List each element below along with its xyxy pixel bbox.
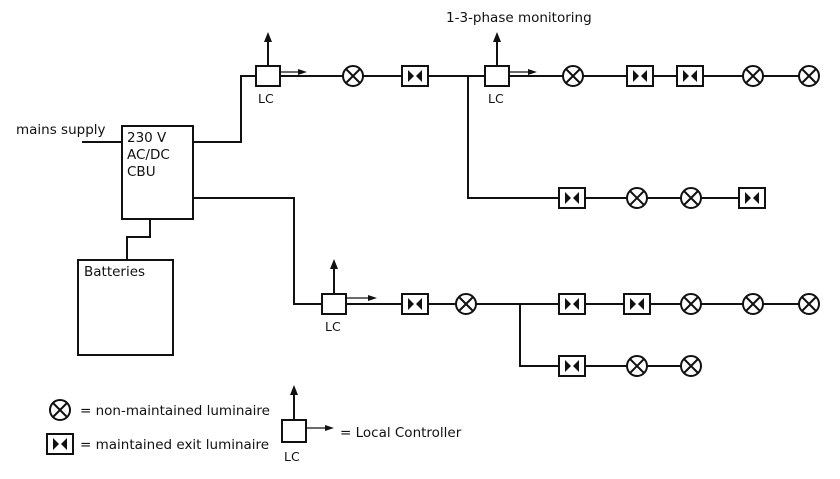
non-maintained-luminaire	[626, 355, 648, 377]
non-maintained-luminaire	[562, 65, 584, 87]
maintained-exit-luminaire	[558, 187, 586, 209]
non-maintained-luminaire	[680, 355, 702, 377]
non-maintained-luminaire	[798, 293, 820, 315]
legend-non-maintained-text: = non-maintained luminaire	[80, 403, 270, 419]
lc-label-1: LC	[258, 91, 274, 106]
legend-maintained-icon	[46, 433, 74, 455]
maintained-exit-luminaire	[626, 65, 654, 87]
non-maintained-luminaire	[798, 65, 820, 87]
maintained-exit-luminaire	[558, 293, 586, 315]
lc-label-3: LC	[325, 319, 341, 334]
maintained-exit-luminaire	[738, 187, 766, 209]
batteries-box	[77, 259, 174, 356]
maintained-exit-luminaire	[676, 65, 704, 87]
non-maintained-luminaire	[742, 65, 764, 87]
maintained-exit-luminaire	[401, 65, 429, 87]
local-controller-2: LC	[484, 32, 537, 106]
non-maintained-luminaire	[342, 65, 364, 87]
legend-local-controller-text: = Local Controller	[340, 425, 462, 441]
local-controller-3: LC	[321, 259, 377, 334]
lower-branch-wire	[519, 304, 690, 367]
maintained-exit-luminaire	[401, 293, 429, 315]
cbu-line3: CBU	[127, 164, 156, 180]
upper-feed-wire	[193, 75, 256, 143]
mains-supply-label: mains supply	[16, 122, 106, 138]
non-maintained-luminaire	[680, 187, 702, 209]
non-maintained-luminaire	[742, 293, 764, 315]
top-label: 1-3-phase monitoring	[446, 10, 592, 26]
cbu-box	[121, 125, 194, 220]
lc-label-2: LC	[488, 91, 504, 106]
non-maintained-luminaire	[455, 293, 477, 315]
non-maintained-luminaire	[680, 293, 702, 315]
cbu-line1: 230 V	[127, 130, 167, 146]
lower-feed-wire	[193, 197, 322, 305]
legend: = non-maintained luminaire = maintained …	[46, 385, 462, 464]
local-controller-1: LC	[255, 32, 307, 106]
maintained-exit-luminaire	[623, 293, 651, 315]
legend-non-maintained-icon	[49, 399, 71, 421]
cbu-line2: AC/DC	[127, 147, 170, 163]
batteries-label: Batteries	[84, 264, 145, 280]
legend-local-controller-icon	[281, 385, 334, 443]
upper-branch-wire	[467, 76, 752, 199]
battery-wire	[126, 219, 151, 260]
maintained-exit-luminaire	[558, 355, 586, 377]
legend-maintained-text: = maintained exit luminaire	[80, 437, 269, 453]
non-maintained-luminaire	[626, 187, 648, 209]
legend-lc-label: LC	[284, 449, 300, 464]
